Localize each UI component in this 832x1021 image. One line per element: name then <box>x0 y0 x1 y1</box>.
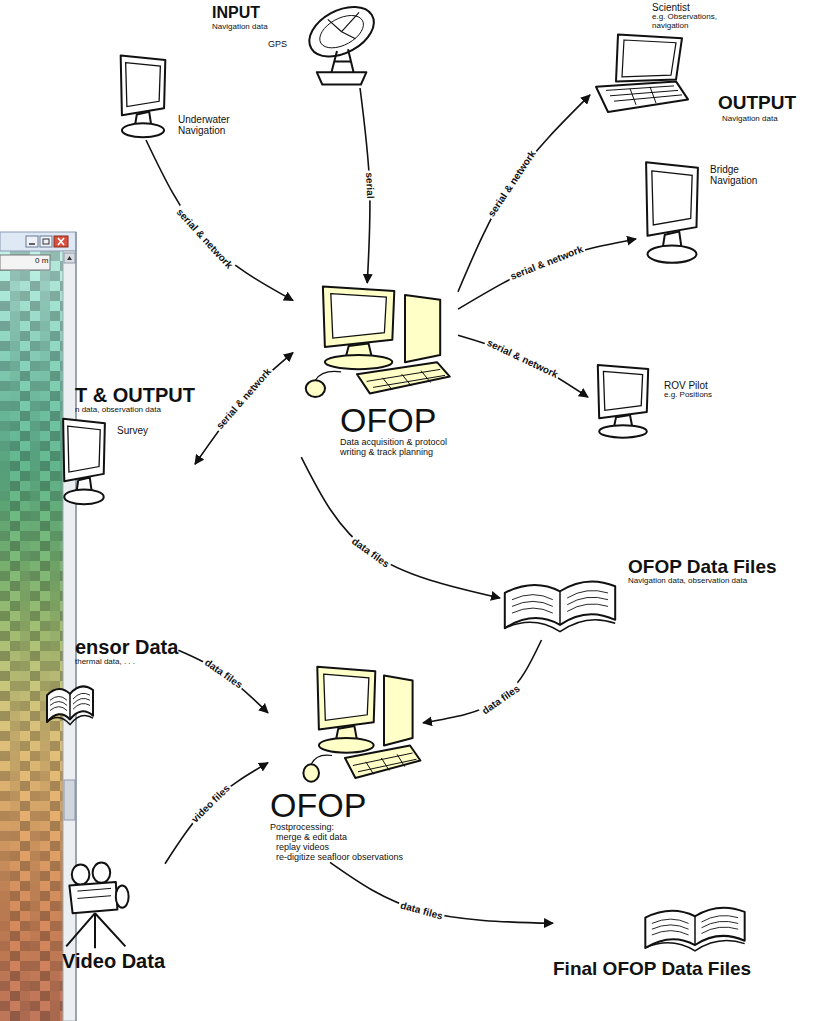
node-text: merge & edit data <box>270 832 403 842</box>
node-text: ensor Data <box>75 636 178 658</box>
free-label: OUTPUT <box>718 92 796 113</box>
edge-label: serial & network <box>485 146 539 220</box>
node-text: Data acquisition & protocol writing & tr… <box>340 437 458 457</box>
icon-node: ROV Pilote.g. Positions <box>588 362 712 440</box>
connector-arrow <box>195 353 293 465</box>
connector-arrow <box>458 95 590 292</box>
monitor-icon <box>112 52 174 140</box>
connector-arrow <box>423 640 541 723</box>
edge-label: data files <box>348 534 393 570</box>
edge-label: video files <box>188 781 233 826</box>
node-text: Survey <box>117 425 148 436</box>
edge-label: data files <box>478 681 523 717</box>
monitor-icon <box>636 158 708 266</box>
connector-arrow <box>165 763 268 864</box>
connector-arrow <box>458 335 588 397</box>
edge-label: serial & network <box>173 205 236 272</box>
icon-node: Final OFOP Data Files <box>553 886 751 979</box>
free-label: 0 m <box>35 257 48 266</box>
laptop-icon <box>590 31 690 121</box>
node-text: OFOP <box>270 788 403 822</box>
node-text: e.g. Positions <box>664 391 712 400</box>
connector-arrow <box>458 239 636 309</box>
node-text: T & OUTPUT <box>75 384 195 406</box>
computer-icon <box>293 283 453 403</box>
node-text: OFOP Data Files <box>628 556 777 577</box>
book-icon <box>45 667 95 731</box>
edge-label: data files <box>397 899 446 922</box>
edge-label: serial & network <box>484 336 562 381</box>
node-text: e.g. Observations, navigation <box>652 13 734 31</box>
node-text: replay videos <box>270 842 403 852</box>
node-text: thermal data, . . . <box>75 658 178 667</box>
node-text: Postprocessing: <box>270 822 403 832</box>
icon-node: OFOP Data FilesNavigation data, observat… <box>500 556 777 640</box>
node-text: n data, observation data <box>75 406 195 415</box>
dish-icon <box>291 0 383 88</box>
node-text: re-digitize seafloor observations <box>270 852 403 862</box>
node-text: Final OFOP Data Files <box>553 958 751 979</box>
edge-label: serial & network <box>213 364 275 432</box>
icon-node: Scientiste.g. Observations, navigation <box>590 2 734 121</box>
icon-node: Underwater Navigation <box>112 52 248 140</box>
icon-node: OFOPPostprocessing:merge & edit datarepl… <box>268 663 423 862</box>
node-text: OFOP <box>340 403 458 437</box>
monitor-icon <box>55 415 113 507</box>
node-text: ROV Pilot <box>664 380 712 391</box>
minimize-button <box>26 236 38 247</box>
map-ground <box>0 232 76 1021</box>
free-label: INPUT <box>212 4 260 22</box>
node-text: Navigation data, observation data <box>628 577 753 586</box>
free-label: Navigation data <box>212 23 268 32</box>
free-label: Navigation data <box>722 115 778 124</box>
icon-node: OFOPData acquisition & protocol writing … <box>293 283 458 457</box>
close-button <box>54 236 68 247</box>
scale-box <box>0 255 50 270</box>
node-text: GPS <box>268 39 287 49</box>
icon-node: ensor Datathermal data, . . . <box>45 636 178 731</box>
connector-arrow <box>146 140 293 300</box>
connector-arrow <box>301 457 500 598</box>
node-text: Video Data <box>62 950 165 972</box>
connector-arrow <box>178 650 268 713</box>
window-titlebar <box>0 232 76 251</box>
computer-icon <box>293 663 423 788</box>
icon-node: Bridge Navigation <box>636 158 770 266</box>
edge-label: data files <box>201 656 246 692</box>
node-text: Scientist <box>652 2 734 13</box>
monitor-icon <box>588 362 658 440</box>
icon-node: T & OUTPUTn data, observation dataSurvey <box>55 384 195 507</box>
book-icon <box>500 556 620 640</box>
node-text: Bridge Navigation <box>710 164 770 186</box>
node-text: Underwater Navigation <box>178 114 248 136</box>
icon-node: GPS <box>268 0 383 88</box>
camera-icon <box>55 858 135 950</box>
map-mosaic <box>0 251 70 1021</box>
connector-arrow <box>330 862 553 923</box>
edge-label: serial & network <box>507 242 587 282</box>
maximize-button <box>40 236 52 247</box>
edge-label: serial <box>364 170 376 201</box>
icon-node: Video Data <box>55 858 165 972</box>
book-icon <box>641 886 749 958</box>
